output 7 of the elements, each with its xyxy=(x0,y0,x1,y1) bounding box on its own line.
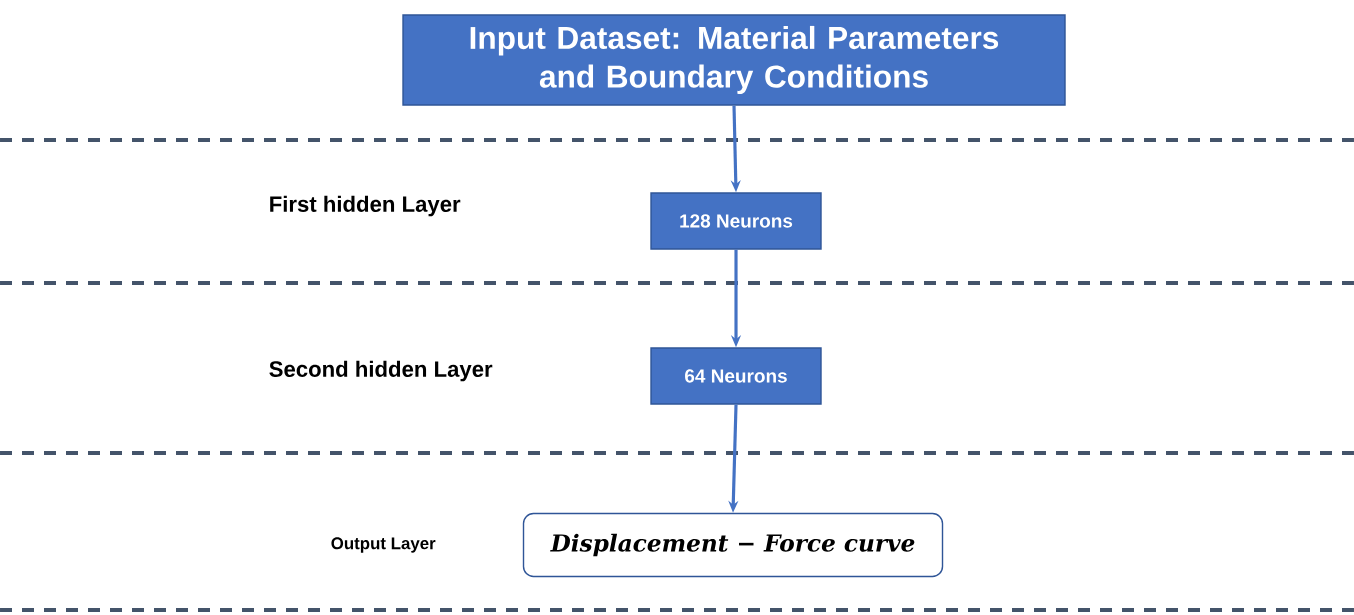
layer-label: Output Layer xyxy=(331,537,436,553)
layer-label: First hidden Layer xyxy=(270,195,461,217)
output-box: Displacement − Force curve xyxy=(522,512,944,578)
input-box: Input Dataset: Material Parameters and Boundary Conditions xyxy=(402,14,1066,106)
layer-box: 128 Neurons xyxy=(650,192,822,250)
layer-label: Second hidden Layer xyxy=(269,360,493,382)
layer-box: 64 Neurons xyxy=(650,347,822,405)
